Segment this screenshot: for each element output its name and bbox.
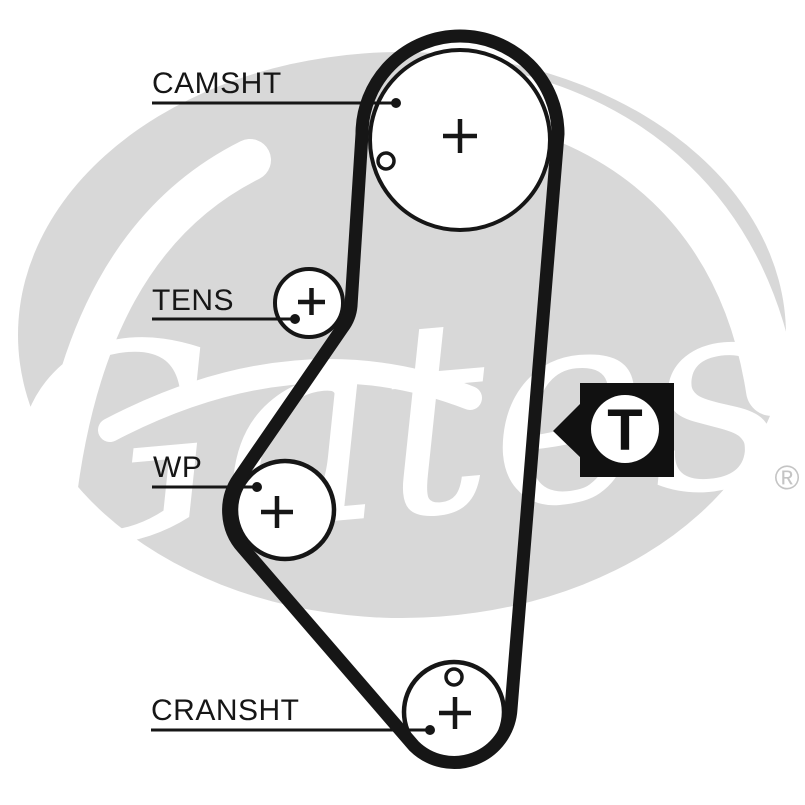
gates-watermark: Gates ® (0, 52, 800, 669)
timing-mark-badge: T (553, 383, 674, 477)
camshaft-leader-dot (391, 98, 401, 108)
camshaft-alignment-hole-icon (376, 151, 396, 171)
watermark-swoosh-middle (98, 359, 482, 442)
pulley-markers (261, 119, 477, 729)
gates-watermark-text: Gates (0, 231, 799, 613)
watermark-swoosh-left (31, 139, 271, 551)
water-pump-label: WP (153, 451, 202, 484)
crankshaft-alignment-hole-icon (444, 667, 464, 687)
crankshaft-plus-marker (439, 697, 471, 729)
crankshaft-label: CRANSHT (151, 694, 300, 727)
timing-mark-arrow-icon (553, 402, 582, 459)
tensioner-label: TENS (152, 284, 234, 317)
timing-mark-label: T (607, 398, 642, 463)
camshaft-plus-marker (443, 119, 477, 153)
tensioner-plus-marker (298, 288, 325, 315)
watermark-swoosh-bottom (36, 526, 589, 669)
water-pump-plus-marker (261, 496, 293, 528)
camshaft-label: CAMSHT (152, 67, 282, 100)
water-pump-leader-dot (252, 482, 262, 492)
timing-mark-circle (591, 395, 659, 463)
timing-belt (222, 29, 565, 769)
crankshaft-leader-dot (425, 725, 435, 735)
registered-trademark: ® (774, 459, 799, 497)
labels: CAMSHT TENS WP CRANSHT (151, 67, 435, 735)
tensioner-leader-dot (290, 314, 300, 324)
